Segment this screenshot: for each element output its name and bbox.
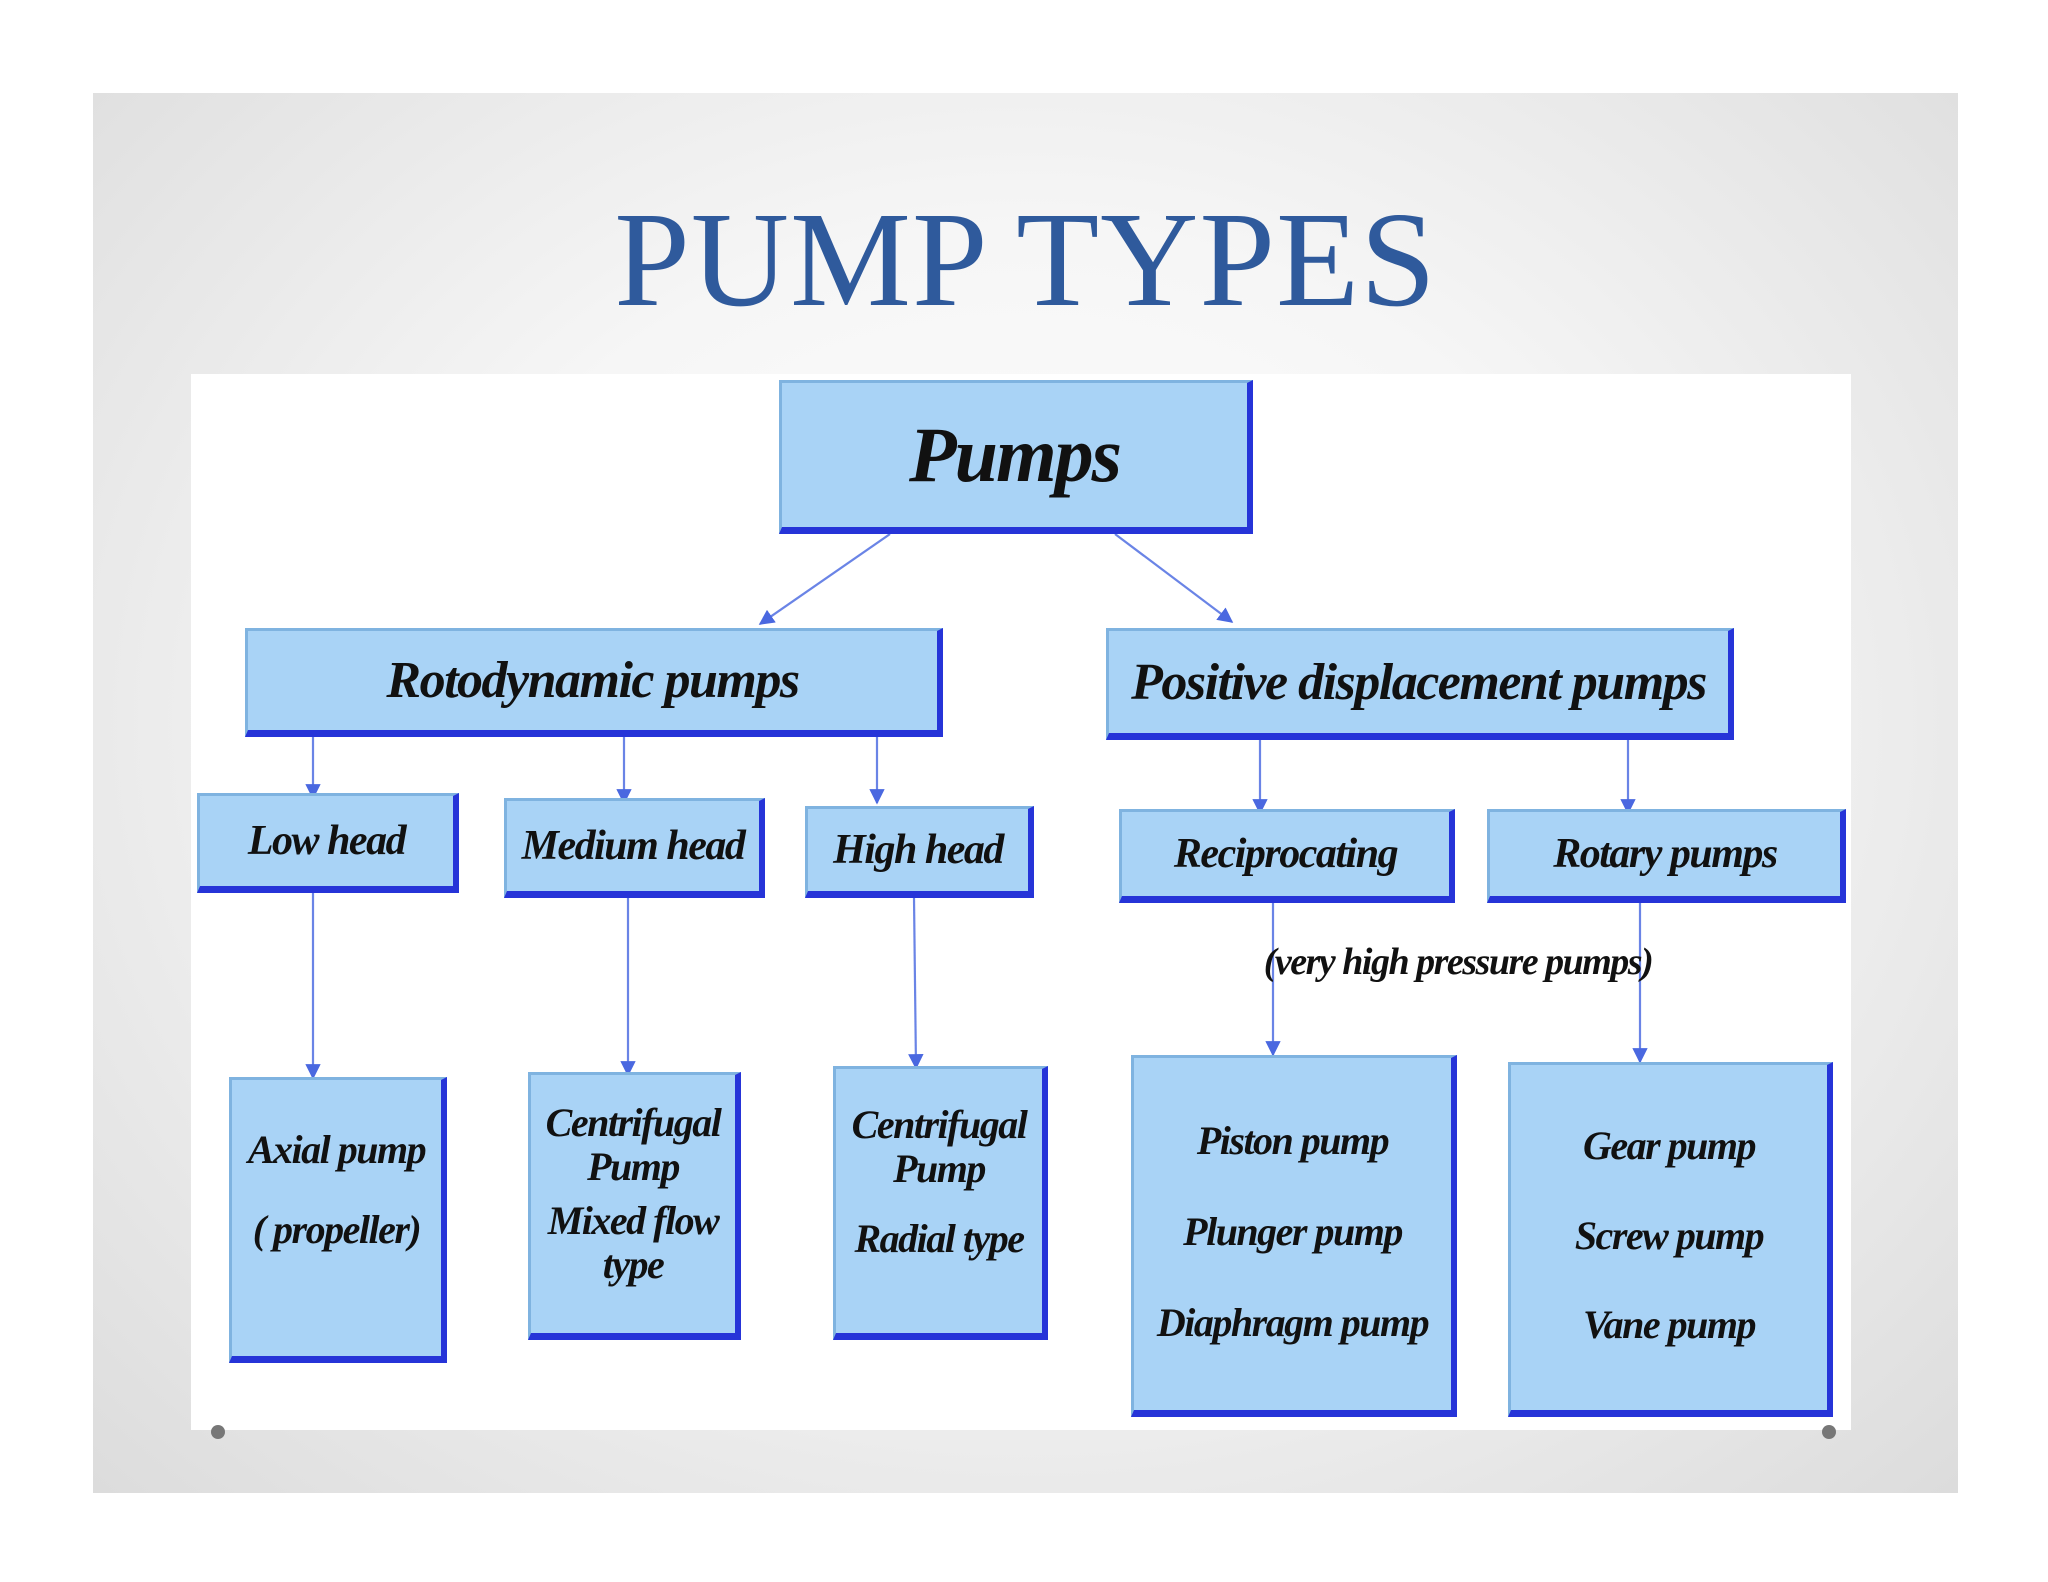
node-line: ( propeller) <box>252 1207 422 1252</box>
node-label: Positive displacement pumps <box>1131 653 1707 711</box>
node-label: Rotary pumps <box>1553 831 1778 877</box>
node-line: Pump <box>587 1144 680 1189</box>
node-positive-displacement-pumps: Positive displacement pumps <box>1106 628 1734 740</box>
node-pumps: Pumps <box>779 380 1253 534</box>
node-label: High head <box>833 827 1004 873</box>
node-line: Axial pump <box>247 1127 427 1172</box>
node-rotary-types: Gear pump Screw pump Vane pump <box>1508 1062 1833 1417</box>
node-label: Rotodynamic pumps <box>386 652 800 709</box>
edge-root-positive <box>1114 533 1234 623</box>
node-line: type <box>602 1242 665 1287</box>
node-label: Medium head <box>521 823 746 869</box>
node-line: Screw pump <box>1574 1212 1765 1258</box>
node-high-head: High head <box>805 806 1034 898</box>
node-line: Mixed flow <box>547 1198 720 1243</box>
panel-corner-dot-right <box>1822 1425 1836 1439</box>
node-reciprocating: Reciprocating <box>1119 809 1455 903</box>
node-line: Piston pump <box>1196 1118 1390 1163</box>
slide-title: PUMP TYPES <box>614 185 1437 335</box>
node-label: Pumps <box>908 411 1122 498</box>
node-line: Centrifugal <box>851 1102 1028 1147</box>
node-line: Diaphragm pump <box>1156 1300 1430 1345</box>
node-low-head: Low head <box>197 793 459 893</box>
node-centrifugal-mixed-flow: Centrifugal Pump Mixed flow type <box>528 1072 741 1340</box>
node-line: Vane pump <box>1582 1301 1757 1347</box>
node-centrifugal-radial: Centrifugal Pump Radial type <box>833 1066 1048 1340</box>
edge-root-rotodynamic <box>758 533 891 625</box>
node-reciprocating-types: Piston pump Plunger pump Diaphragm pump <box>1131 1055 1457 1417</box>
node-rotary-pumps: Rotary pumps <box>1487 809 1846 903</box>
node-label: Low head <box>247 818 407 864</box>
node-line: Pump <box>893 1146 986 1191</box>
panel-corner-dot-left <box>211 1425 225 1439</box>
node-rotodynamic-pumps: Rotodynamic pumps <box>245 628 943 737</box>
node-line: Radial type <box>854 1216 1025 1261</box>
node-line: Gear pump <box>1582 1123 1757 1169</box>
node-label: Reciprocating <box>1173 831 1399 877</box>
node-line: Plunger pump <box>1183 1209 1403 1254</box>
edge-high-centrifugal-radial <box>908 897 924 1070</box>
node-axial-pump: Axial pump ( propeller) <box>229 1077 447 1363</box>
note-very-high-pressure: (very high pressure pumps) <box>1263 941 1654 983</box>
node-line: Centrifugal <box>545 1100 722 1145</box>
node-medium-head: Medium head <box>504 798 765 898</box>
